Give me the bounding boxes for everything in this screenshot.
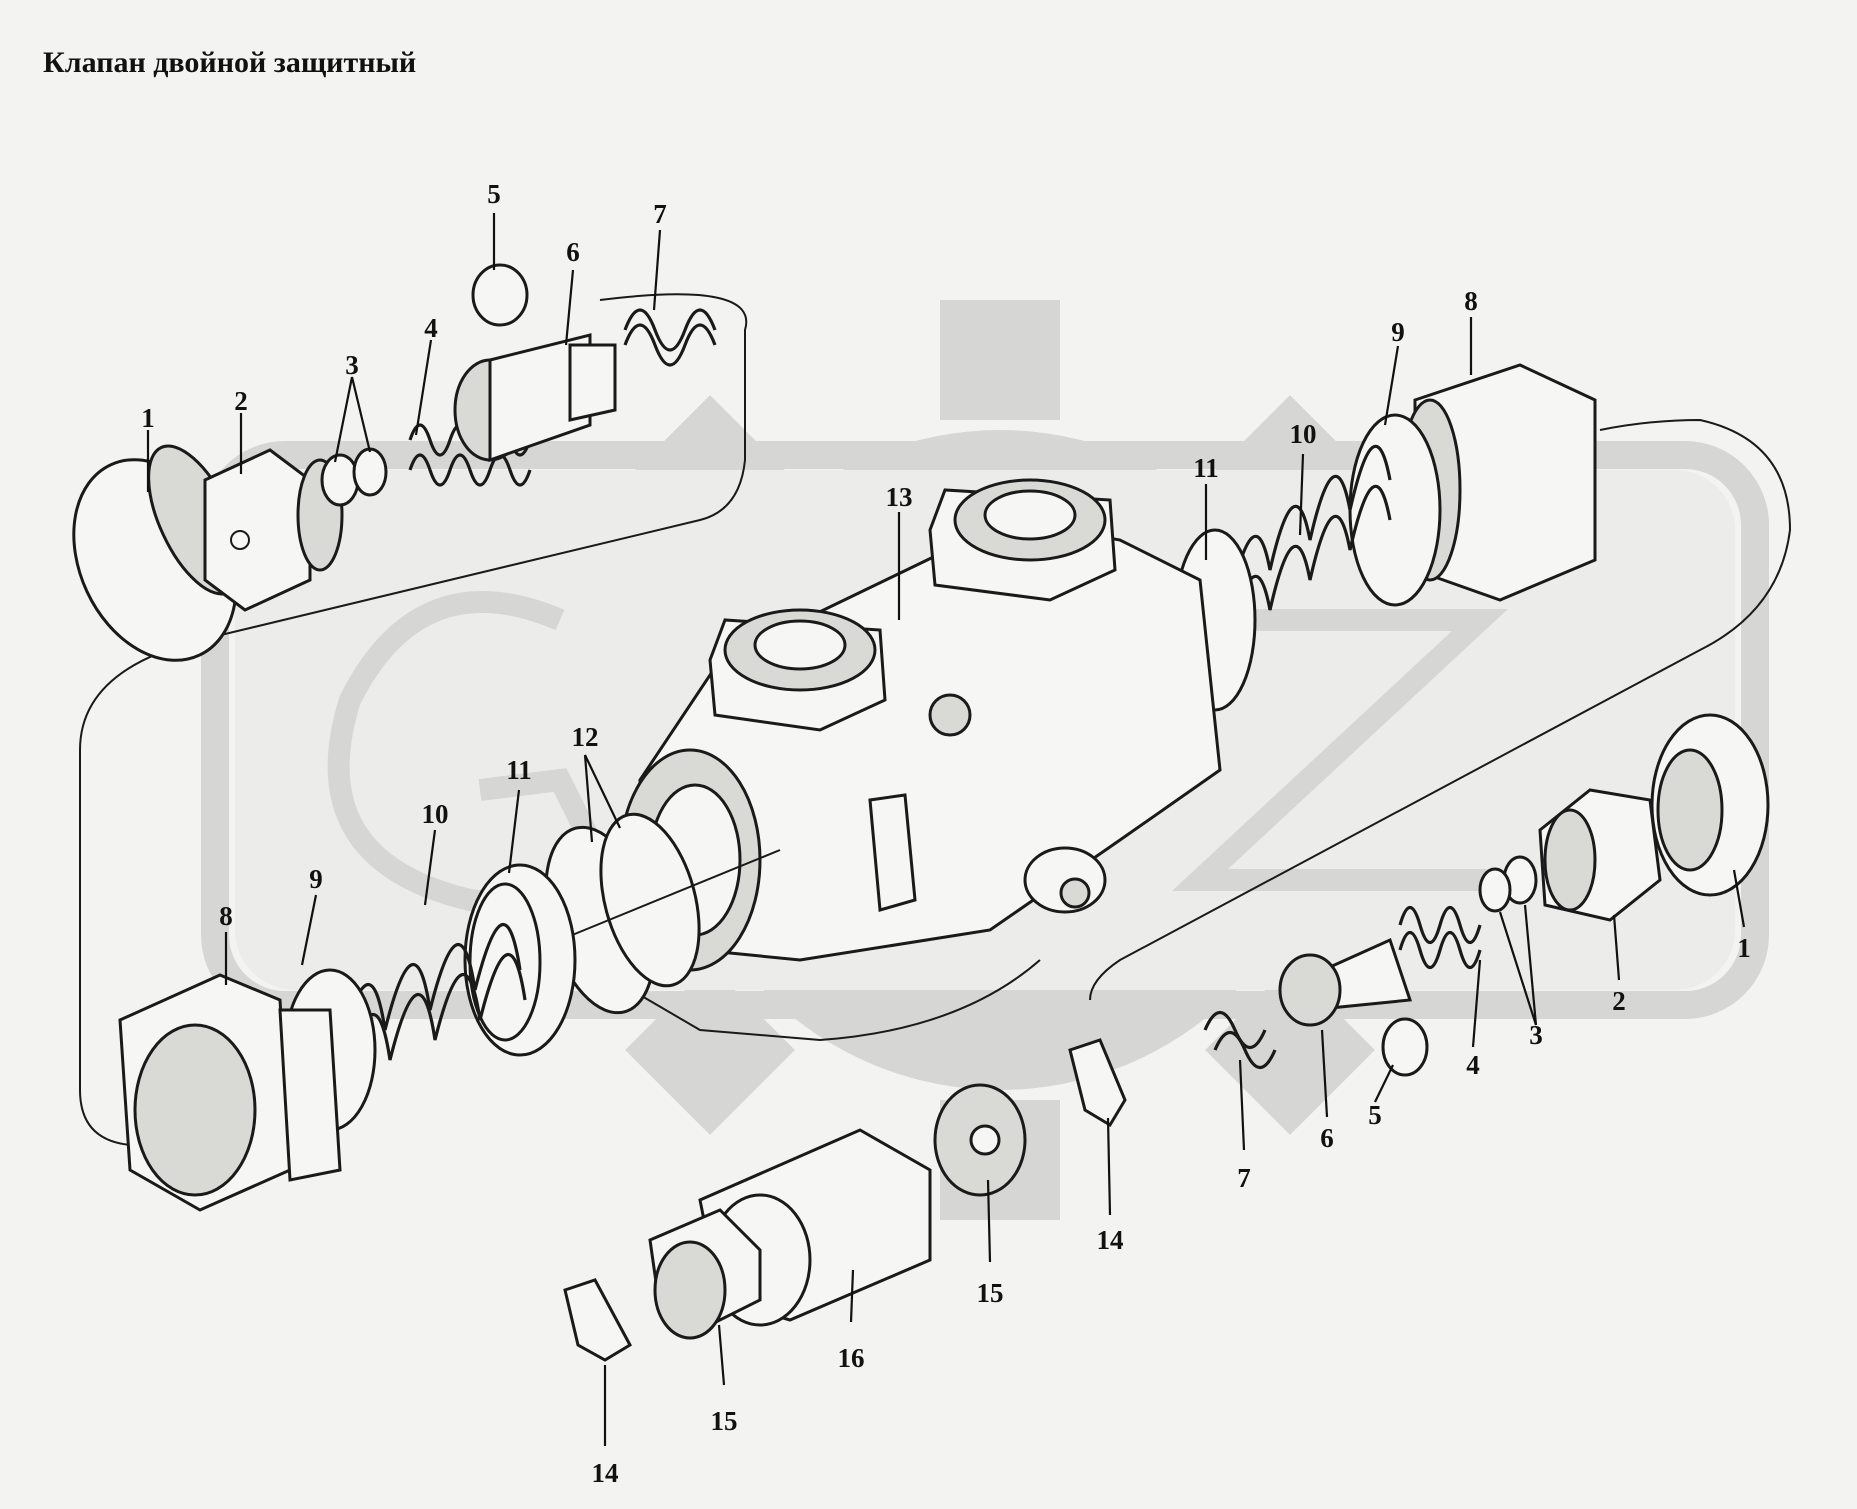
- callout-11-right-top: 11: [1193, 453, 1219, 483]
- part-15-sleeve-left: [648, 1208, 762, 1340]
- callout-5-left: 5: [487, 179, 501, 209]
- part-14-clip-right: [1068, 1038, 1127, 1128]
- part-9-ring-right-top: [1348, 413, 1442, 607]
- part-6-piston-left: [453, 333, 617, 463]
- callout-4-left: 4: [424, 313, 438, 343]
- part-3-rings-left: [320, 447, 388, 507]
- callout-10-left: 10: [422, 799, 449, 829]
- part-4-spring-right: [1398, 905, 1482, 970]
- callout-14-right: 14: [1097, 1225, 1124, 1255]
- callout-3-left: 3: [345, 350, 359, 380]
- part-15-disc-right: [933, 1083, 1027, 1197]
- part-1-cap-right: [1650, 713, 1770, 897]
- callout-6-left: 6: [566, 237, 580, 267]
- callout-12: 12: [572, 722, 599, 752]
- callout-1-left: 1: [141, 403, 155, 433]
- part-3-rings-right: [1478, 855, 1538, 913]
- leader-lines: [146, 213, 1746, 1446]
- part-5-ring-right: [1381, 1017, 1429, 1077]
- callout-4-right: 4: [1466, 1050, 1480, 1080]
- part-6-piston-right: [1278, 937, 1413, 1027]
- part-5-ring-left: [471, 263, 529, 327]
- callout-9-left: 9: [309, 864, 323, 894]
- callout-13: 13: [886, 482, 913, 512]
- part-14-clip-left: [563, 1278, 632, 1362]
- part-7-spring-right: [1203, 1010, 1277, 1070]
- callout-15-right: 15: [977, 1278, 1004, 1308]
- callout-6-right: 6: [1320, 1123, 1334, 1153]
- callout-7-left: 7: [653, 199, 667, 229]
- part-7-spring-left: [623, 308, 717, 367]
- callout-11-left: 11: [506, 755, 532, 785]
- callout-8-left: 8: [219, 901, 233, 931]
- callout-10-right-top: 10: [1290, 419, 1317, 449]
- part-2-plug-right: [1538, 788, 1662, 922]
- part-13-valve-body: [618, 478, 1222, 972]
- callout-15-left: 15: [711, 1406, 738, 1436]
- callout-7-right: 7: [1237, 1163, 1251, 1193]
- callout-3-right: 3: [1529, 1020, 1543, 1050]
- callout-16: 16: [838, 1343, 865, 1373]
- callout-14-left: 14: [592, 1458, 619, 1488]
- part-8-nut-left: [118, 973, 342, 1212]
- callout-1-right: 1: [1737, 933, 1751, 963]
- callout-9-right-top: 9: [1391, 317, 1405, 347]
- callout-2-right: 2: [1612, 986, 1626, 1016]
- callout-labels: 1 2 3 4 5 6 7 8 9 10 11 13 12 11 10 9 8 …: [141, 179, 1751, 1488]
- page-title: Клапан двойной защитный: [43, 46, 417, 79]
- callout-8-right-top: 8: [1464, 286, 1478, 316]
- part-10-spring-left: [338, 922, 527, 1081]
- callout-5-right: 5: [1368, 1100, 1382, 1130]
- callout-2-left: 2: [234, 386, 248, 416]
- part-11-ring-left: [463, 863, 577, 1057]
- part-10-spring-right-top: [1228, 444, 1392, 641]
